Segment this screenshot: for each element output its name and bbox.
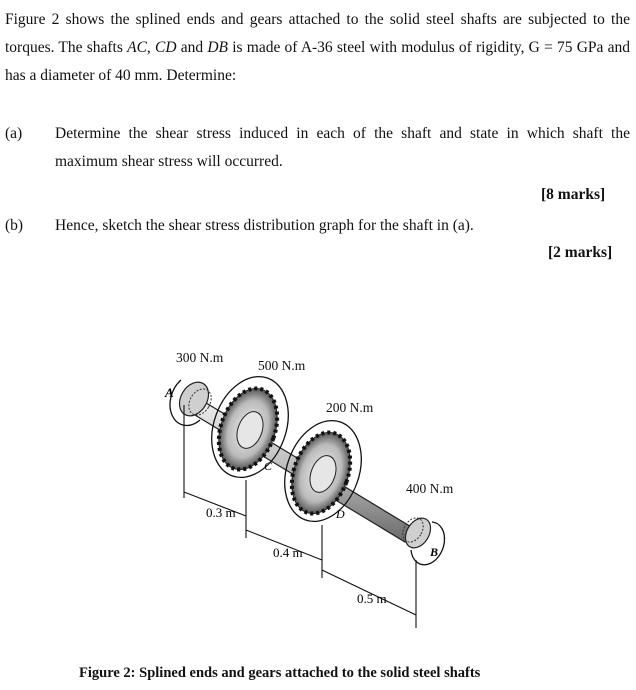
length-label-db: 0.5 m xyxy=(357,591,387,606)
gear-d xyxy=(284,419,362,523)
torque-arrow-b xyxy=(410,521,446,566)
gear-c xyxy=(211,375,289,479)
shaft-cd-label: CD xyxy=(155,39,177,56)
torque-label-c: 500 N.m xyxy=(258,358,306,373)
question-b: (b) Hence, sketch the shear stress distr… xyxy=(5,212,630,242)
point-label-a: A xyxy=(164,385,174,400)
problem-statement: Figure 2 shows the splined ends and gear… xyxy=(5,6,630,90)
intro-and: and xyxy=(176,39,208,56)
torque-label-a: 300 N.m xyxy=(176,350,224,365)
dimension-lines xyxy=(183,405,417,628)
shaft-db-label: DB xyxy=(207,39,229,56)
torque-label-b: 400 N.m xyxy=(406,481,454,496)
torque-arrow-a xyxy=(169,379,201,427)
question-b-label: (b) xyxy=(5,217,24,234)
intro-text-2: is made of A-36 steel with modulus of ri… xyxy=(5,39,631,84)
question-a-label: (a) xyxy=(5,125,23,142)
point-label-b: B xyxy=(429,545,438,559)
question-b-marks: [2 marks] xyxy=(548,244,613,261)
torque-label-d: 200 N.m xyxy=(326,400,374,415)
intro-comma: , xyxy=(146,39,156,56)
splined-end-b xyxy=(402,517,432,549)
question-a-marks: [8 marks] xyxy=(541,186,606,203)
splined-end-a xyxy=(178,381,212,417)
figure-caption: Figure 2: Splined ends and gears attache… xyxy=(79,665,481,681)
length-label-ac: 0.3 m xyxy=(206,505,236,520)
length-label-cd: 0.4 m xyxy=(273,545,303,560)
question-b-text: Hence, sketch the shear stress distribut… xyxy=(55,217,474,234)
shaft-ac-label: AC xyxy=(127,39,147,56)
question-a-text: Determine the shear stress induced in ea… xyxy=(55,125,630,170)
intro-text-1: Figure 2 shows the splined ends and gear… xyxy=(5,11,630,56)
point-label-c: C xyxy=(264,459,273,473)
point-label-d: D xyxy=(335,507,345,521)
question-a: (a) Determine the shear stress induced i… xyxy=(5,120,630,180)
